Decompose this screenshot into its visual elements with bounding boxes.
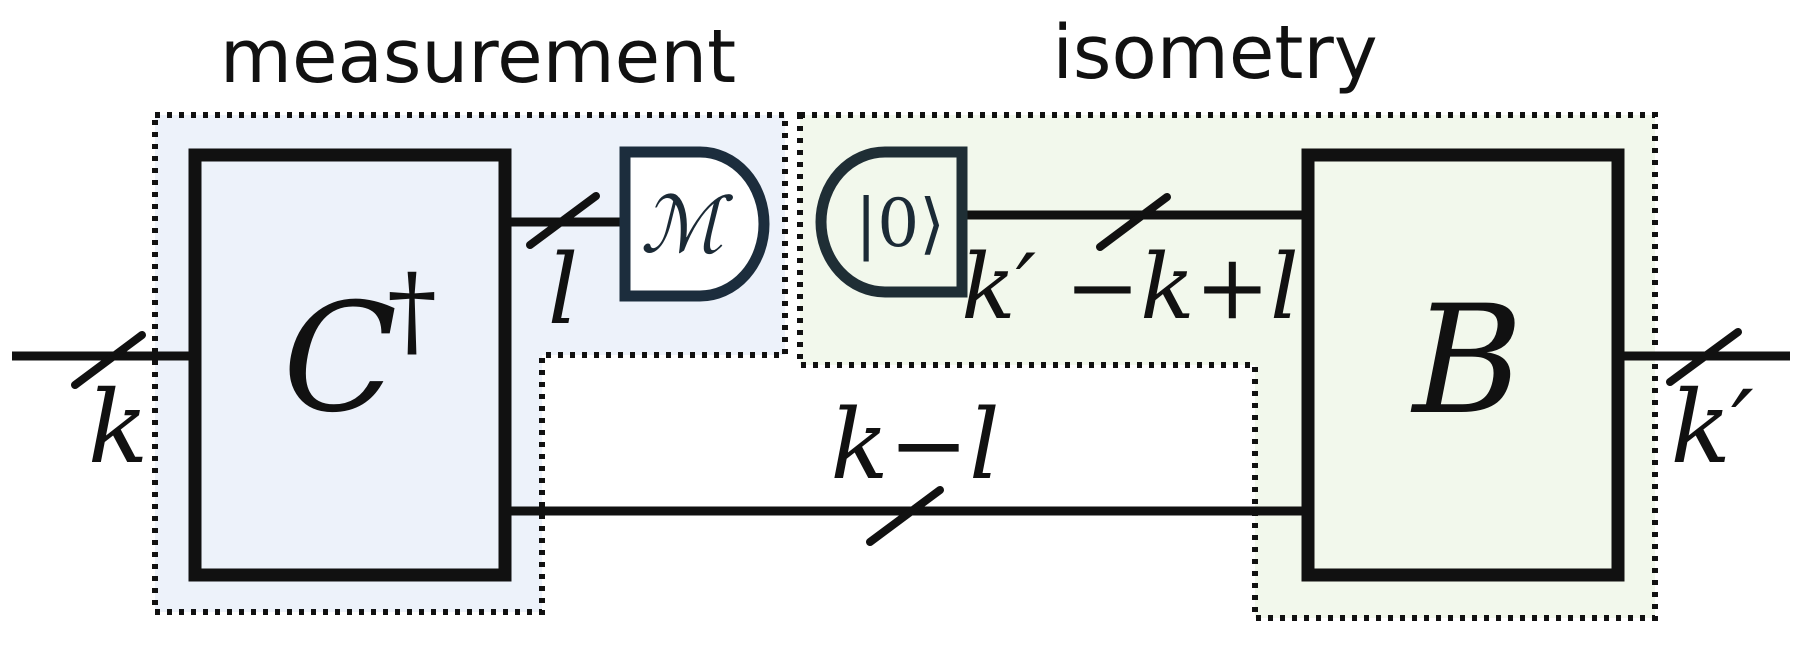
ancilla-wire-label: k′ −k+l xyxy=(961,235,1299,340)
b-gate xyxy=(1301,148,1625,582)
c-dagger-superscript: † xyxy=(387,252,437,369)
input-slash xyxy=(71,331,146,389)
measurement-meter xyxy=(619,146,770,302)
isometry-title: isometry xyxy=(1052,10,1377,96)
passthrough-wire-label: k−l xyxy=(830,389,999,501)
ancilla-preparation xyxy=(815,146,968,298)
measured-wire-label: l xyxy=(548,234,579,346)
output-slash xyxy=(1666,328,1742,386)
output-wire-label: k′ xyxy=(1670,369,1754,486)
ancilla-label: |0⟩ xyxy=(855,185,945,262)
measurement-meter-label: ℳ xyxy=(640,181,734,271)
c-dagger-gate xyxy=(188,148,512,582)
ancilla-slash xyxy=(1096,193,1171,251)
measurement-title: measurement xyxy=(220,14,736,100)
passthrough-slash xyxy=(866,486,944,546)
input-wire-label: k xyxy=(88,369,149,486)
b-label: B xyxy=(1410,274,1523,448)
c-dagger-label: C xyxy=(283,272,398,446)
measured-slash xyxy=(526,192,600,249)
bundle-slashes xyxy=(71,192,1742,546)
